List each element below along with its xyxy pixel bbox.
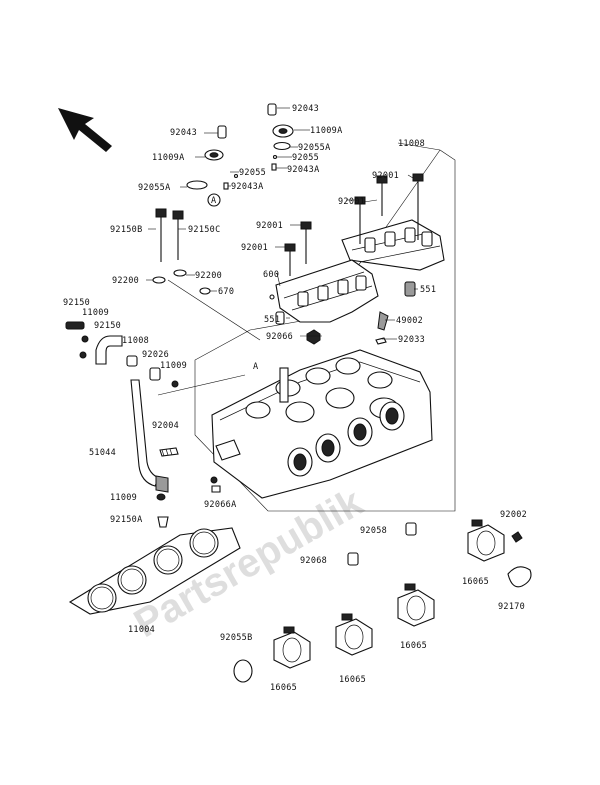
label-92058: 92058 [360, 526, 387, 536]
label-92043: 92043 [292, 104, 319, 114]
label-92200: 92200 [195, 271, 222, 281]
head-long-bolts [152, 208, 211, 295]
label-92002: 92002 [500, 510, 527, 520]
breather-hose-parts [65, 321, 179, 528]
label-11004: 11004 [128, 625, 155, 635]
label-49002: 49002 [396, 316, 423, 326]
label-92055: 92055 [292, 153, 319, 163]
label-92055A: 92055A [138, 183, 171, 193]
label-92001: 92001 [241, 243, 268, 253]
label-600: 600 [263, 270, 279, 280]
left-top-washer-stack [186, 125, 239, 207]
label-11009: 11009 [110, 493, 137, 503]
label-92150C: 92150C [188, 225, 221, 235]
label-11009A: 11009A [310, 126, 343, 136]
label-92170: 92170 [498, 602, 525, 612]
label-11009: 11009 [82, 308, 109, 318]
label-92043A: 92043A [287, 165, 320, 175]
label-92001: 92001 [256, 221, 283, 231]
label-92150: 92150 [94, 321, 121, 331]
cam-holder-bolts [284, 173, 424, 276]
part-number-labels: 92043 92043 11009A 11009A 92055A 92055 9… [63, 104, 527, 693]
label-11009: 11009 [160, 361, 187, 371]
label-A-marker: A [253, 362, 258, 372]
label-92066A: 92066A [204, 500, 237, 510]
label-92055: 92055 [239, 168, 266, 178]
label-16065: 16065 [462, 577, 489, 587]
label-92043: 92043 [170, 128, 197, 138]
label-92150: 92150 [63, 298, 90, 308]
label-92066: 92066 [266, 332, 293, 342]
right-top-washer-stack [267, 103, 294, 171]
intake-holders [233, 519, 532, 683]
camshaft-holder-left [275, 259, 379, 323]
label-92150A: 92150A [110, 515, 143, 525]
label-92068: 92068 [300, 556, 327, 566]
label-92055A: 92055A [298, 143, 331, 153]
label-92043A: 92043A [231, 182, 264, 192]
label-92004: 92004 [152, 421, 179, 431]
label-11008: 11008 [122, 336, 149, 346]
label-92055B: 92055B [220, 633, 253, 643]
label-92001: 92001 [372, 171, 399, 181]
label-551: 551 [420, 285, 436, 295]
leader-lines [146, 107, 441, 340]
label-92026: 92026 [142, 350, 169, 360]
camshaft-holder-right [341, 219, 445, 271]
label-11009A: 11009A [152, 153, 185, 163]
label-16065: 16065 [270, 683, 297, 693]
label-A-marker: A [211, 196, 216, 206]
label-92150B: 92150B [110, 225, 143, 235]
label-16065: 16065 [339, 675, 366, 685]
label-92001: 92001 [338, 197, 365, 207]
front-direction-arrow-icon [58, 108, 112, 152]
dowel-and-plug-parts [269, 281, 416, 345]
label-551: 551 [264, 315, 280, 325]
label-11008: 11008 [398, 139, 425, 149]
label-92033: 92033 [398, 335, 425, 345]
cylinder-head [210, 349, 433, 499]
label-92200: 92200 [112, 276, 139, 286]
label-51044: 51044 [89, 448, 116, 458]
label-16065: 16065 [400, 641, 427, 651]
head-gasket [68, 527, 241, 615]
label-670: 670 [218, 287, 234, 297]
